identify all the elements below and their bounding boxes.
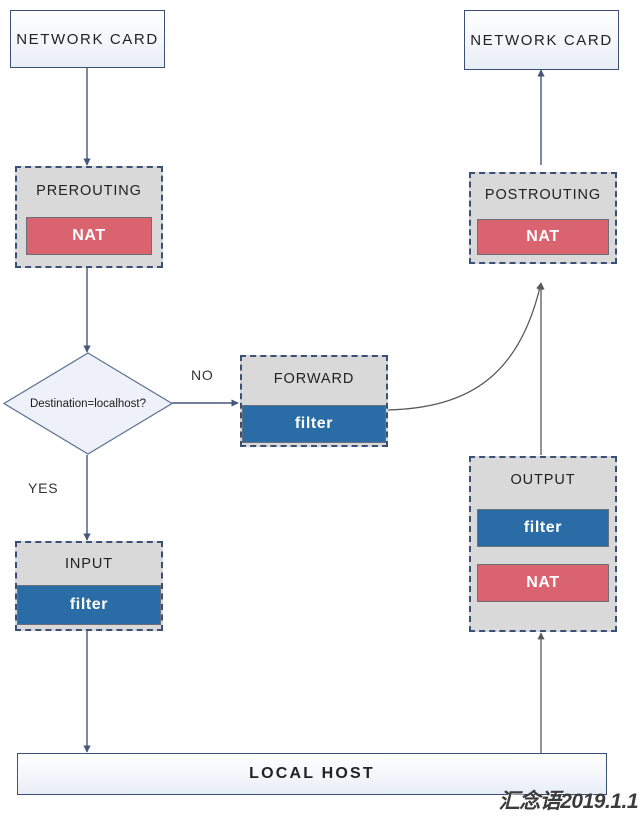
chain-output-title: OUTPUT bbox=[510, 472, 576, 488]
decision-destination-localhost: Destination=localhost? bbox=[3, 352, 173, 455]
chain-input: INPUT filter bbox=[15, 541, 163, 631]
table-chip-filter-forward: filter bbox=[242, 405, 386, 443]
chain-input-title: INPUT bbox=[65, 556, 113, 572]
local-host-box: LOCAL HOST bbox=[17, 753, 607, 795]
chain-forward-title: FORWARD bbox=[273, 371, 355, 387]
table-chip-label: NAT bbox=[526, 228, 560, 245]
chain-output: OUTPUT filter NAT bbox=[469, 456, 617, 632]
table-chip-nat-prerouting: NAT bbox=[26, 217, 152, 255]
chain-postrouting: POSTROUTING NAT bbox=[469, 172, 617, 264]
network-card-in-label: NETWORK CARD bbox=[16, 30, 159, 48]
table-chip-nat-output: NAT bbox=[477, 564, 609, 602]
chain-prerouting-title: PREROUTING bbox=[36, 183, 142, 199]
chain-postrouting-title: POSTROUTING bbox=[484, 187, 602, 203]
local-host-label: LOCAL HOST bbox=[249, 765, 375, 782]
chain-forward: FORWARD filter bbox=[240, 355, 388, 447]
network-card-in-box: NETWORK CARD bbox=[10, 10, 165, 68]
network-card-out-label: NETWORK CARD bbox=[470, 31, 613, 49]
edge-label-no: NO bbox=[191, 367, 214, 383]
decision-label: Destination=localhost? bbox=[29, 397, 147, 410]
table-chip-label: filter bbox=[69, 596, 109, 613]
watermark: 汇念语2019.1.1 bbox=[498, 790, 639, 813]
table-chip-label: NAT bbox=[526, 574, 560, 591]
edge-forward-to-postrouting bbox=[386, 282, 544, 411]
network-card-out-box: NETWORK CARD bbox=[464, 10, 619, 70]
chain-prerouting: PREROUTING NAT bbox=[15, 166, 163, 268]
table-chip-filter-input: filter bbox=[17, 585, 161, 625]
table-chip-label: NAT bbox=[72, 227, 106, 244]
table-chip-nat-postrouting: NAT bbox=[477, 219, 609, 255]
edge-label-yes: YES bbox=[28, 480, 59, 496]
table-chip-label: filter bbox=[523, 519, 563, 536]
table-chip-label: filter bbox=[294, 415, 334, 432]
table-chip-filter-output: filter bbox=[477, 509, 609, 547]
diamond-shape bbox=[3, 352, 173, 455]
